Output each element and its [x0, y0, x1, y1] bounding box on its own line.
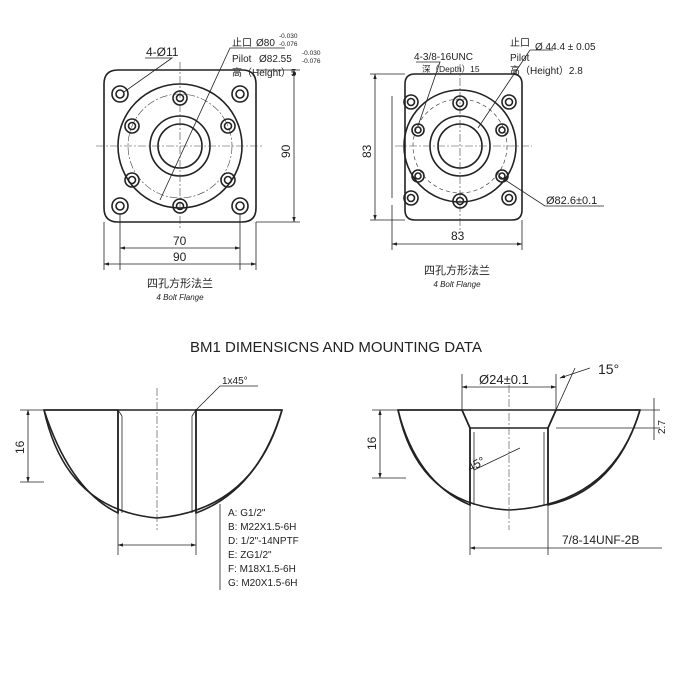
right-angle-45: 45° [465, 454, 488, 475]
right-caption-en: 4 Bolt Flange [433, 280, 481, 289]
right-dim-27: 2.7 [657, 420, 668, 434]
right-dim-83-vertical: 83 [360, 144, 374, 158]
left-section-hatch-left [42, 409, 119, 515]
right-corner-holes [403, 94, 517, 206]
right-stop-cn: 止口 [510, 37, 530, 49]
right-dim-83-horizontal: 83 [451, 229, 465, 243]
right-dim-16: 16 [365, 436, 379, 450]
left-bolt-callout: 4-Ø11 [146, 45, 179, 59]
right-45deg-line [473, 447, 521, 471]
port-option-a: A: G1/2" [228, 508, 266, 519]
left-chamfer-label: 1x45° [222, 376, 248, 387]
left-tol-80-upper: -0.030 [279, 33, 298, 40]
port-options-list: A: G1/2" B: M22X1.5-6H D: 1/2"-14NPTF E:… [228, 508, 299, 589]
port-option-f: F: M18X1.5-6H [228, 564, 296, 575]
left-dim-70: 70 [173, 234, 187, 248]
left-tol-8255-upper: -0.030 [302, 50, 321, 57]
left-bolt-leader [123, 57, 174, 93]
right-dia-826: Ø82.6±0.1 [546, 195, 597, 207]
right-inner-bolt-holes [411, 95, 509, 209]
right-section-hatch-left [396, 409, 471, 507]
right-thread-callout: 4-3/8-16UNC [414, 52, 473, 63]
left-dia-8255: Ø82.55 [259, 54, 292, 65]
port-option-d: D: 1/2"-14NPTF [228, 536, 299, 547]
right-thread-label: 7/8-14UNF-2B [562, 533, 639, 547]
port-option-g: G: M20X1.5-6H [228, 578, 297, 589]
left-height-label: 高（Height）5 [232, 66, 297, 79]
left-flange-view [96, 47, 300, 270]
left-stop-cn: 止口 [232, 37, 252, 49]
right-flange-view [370, 49, 604, 250]
right-pilot-label: Pilot [510, 53, 530, 64]
left-caption-cn: 四孔方形法兰 [147, 276, 213, 290]
right-depth-label: 深（Depth）15 [422, 64, 480, 74]
left-dim-90-vertical: 90 [279, 144, 293, 158]
left-tol-8255-lower: -0.076 [302, 58, 321, 65]
left-corner-holes [111, 85, 249, 215]
right-flange-outline [404, 73, 523, 221]
left-caption-en: 4 Bolt Flange [156, 293, 204, 302]
left-chamfer-leader [195, 385, 258, 411]
left-tol-80-lower: -0.076 [279, 41, 298, 48]
left-dim-90-horizontal: 90 [173, 250, 187, 264]
right-dia-826-leader [498, 175, 604, 207]
right-caption-cn: 四孔方形法兰 [424, 263, 490, 277]
right-angle-15: 15° [598, 361, 619, 377]
right-pilot-leader [477, 49, 553, 129]
left-pilot-leader [159, 47, 285, 201]
right-thread-leader [416, 61, 441, 127]
left-section-dome [43, 409, 283, 519]
right-section-dome [397, 409, 641, 511]
left-dim-16: 16 [13, 440, 27, 454]
right-15deg-line [555, 367, 576, 411]
port-option-b: B: M22X1.5-6H [228, 522, 296, 533]
left-section-hatch-right [195, 409, 284, 515]
left-flange-outline [103, 69, 257, 223]
left-pilot-label: Pilot [232, 54, 252, 65]
right-dia-444: Ø 44.4 ± 0.05 [535, 42, 596, 53]
left-inner-bolt-holes [124, 90, 236, 214]
port-option-e: E: ZG1/2" [228, 550, 272, 561]
left-port-section [20, 385, 284, 590]
right-port-section [372, 367, 662, 555]
right-section-hatch-right [547, 409, 642, 506]
right-height-label: 高（Height）2.8 [510, 64, 583, 77]
drawing-title: BM1 DIMENSICNS AND MOUNTING DATA [190, 339, 482, 356]
right-dia-24: Ø24±0.1 [479, 372, 529, 387]
left-dia-80: Ø80 [256, 38, 275, 49]
